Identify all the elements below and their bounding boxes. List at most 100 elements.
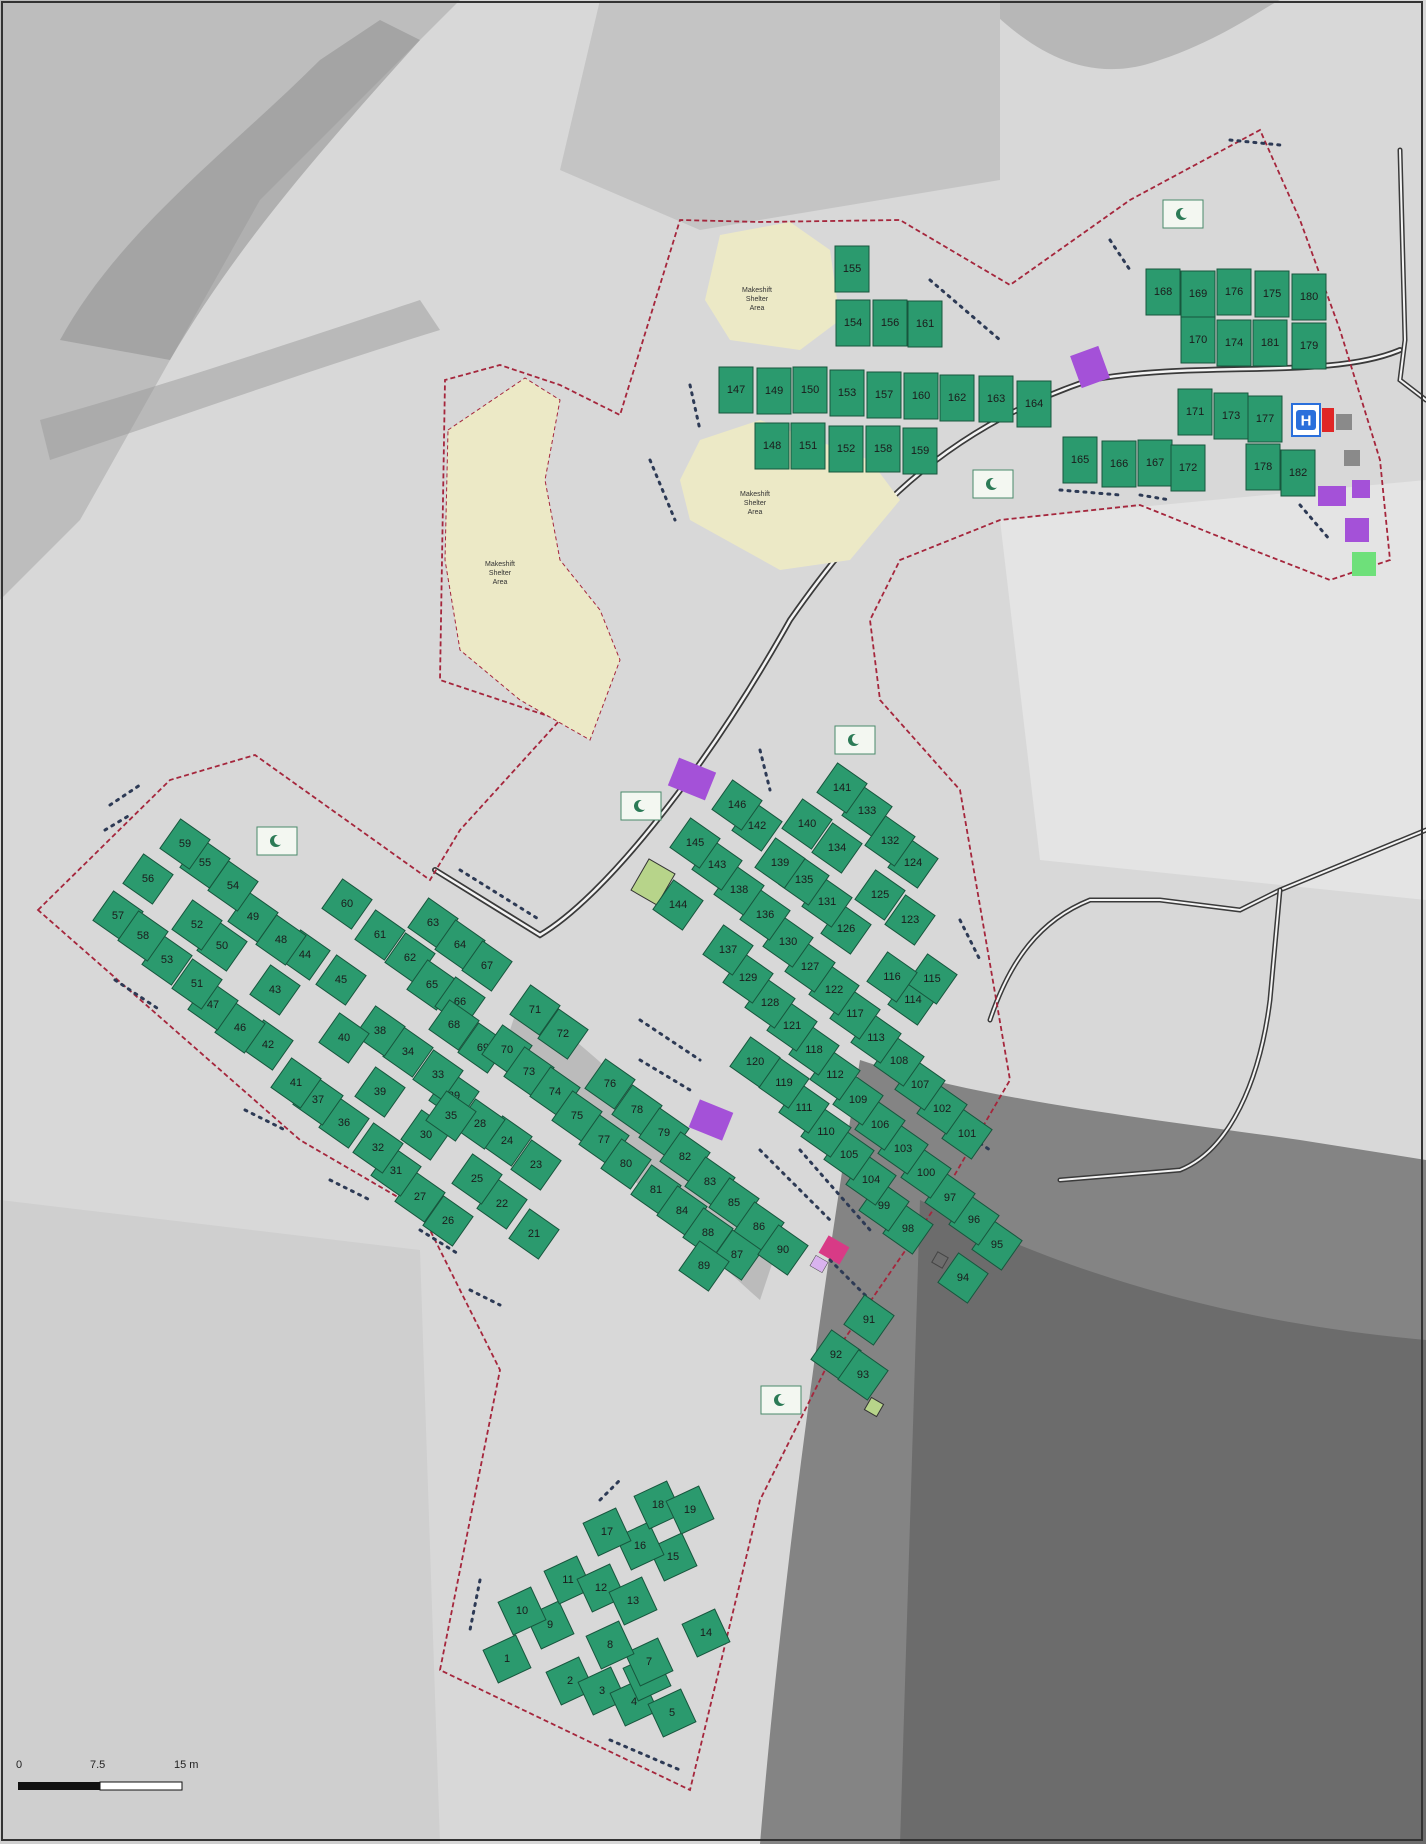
shelter-178[interactable]: 178	[1245, 443, 1281, 491]
facility-grey[interactable]	[1344, 450, 1360, 466]
shelter-60[interactable]: 60	[321, 878, 373, 930]
shelter-21[interactable]: 21	[508, 1208, 560, 1260]
shelter-145[interactable]: 145	[669, 817, 721, 869]
shelter-89[interactable]: 89	[678, 1240, 730, 1292]
shelter-176[interactable]: 176	[1216, 268, 1252, 316]
facility-purple[interactable]	[1318, 486, 1346, 506]
shelter-7[interactable]: 7	[624, 1637, 674, 1687]
shelter-152[interactable]: 152	[828, 425, 864, 473]
shelter-45[interactable]: 45	[315, 954, 367, 1006]
shelter-17[interactable]: 17	[582, 1507, 632, 1557]
shelter-13[interactable]: 13	[608, 1576, 658, 1626]
shelter-140[interactable]: 140	[781, 798, 833, 850]
shelter-175[interactable]: 175	[1254, 270, 1290, 318]
shelter-147[interactable]: 147	[718, 366, 754, 414]
shelter-76[interactable]: 76	[584, 1058, 636, 1110]
shelter-3[interactable]: 3	[577, 1666, 627, 1716]
facility-purple[interactable]	[688, 1099, 734, 1141]
shelter-134[interactable]: 134	[811, 822, 863, 874]
facility-unfilled[interactable]	[931, 1251, 949, 1269]
shelter-161[interactable]: 161	[907, 300, 943, 348]
shelter-169[interactable]: 169	[1180, 270, 1216, 318]
shelter-11[interactable]: 11	[543, 1555, 593, 1605]
shelter-170[interactable]: 170	[1180, 316, 1216, 364]
shelter-159[interactable]: 159	[902, 427, 938, 475]
facility-pale-green[interactable]	[863, 1396, 885, 1418]
shelter-160[interactable]: 160	[903, 372, 939, 420]
facility-purple[interactable]	[1352, 480, 1370, 498]
shelter-166[interactable]: 166	[1101, 440, 1137, 488]
crescent-icon[interactable]	[256, 826, 298, 856]
shelter-14[interactable]: 14	[681, 1608, 731, 1658]
crescent-icon[interactable]	[972, 469, 1014, 499]
shelter-182[interactable]: 182	[1280, 449, 1316, 497]
shelter-139[interactable]: 139	[754, 837, 806, 889]
shelter-151[interactable]: 151	[790, 422, 826, 470]
shelter-174[interactable]: 174	[1216, 319, 1252, 367]
facility-red[interactable]	[1322, 408, 1334, 432]
shelter-25[interactable]: 25	[451, 1153, 503, 1205]
shelter-26[interactable]: 26	[422, 1195, 474, 1247]
facility-purple[interactable]	[667, 757, 717, 801]
shelter-5[interactable]: 5	[647, 1688, 697, 1738]
shelter-38[interactable]: 38	[354, 1005, 406, 1057]
shelter-150[interactable]: 150	[792, 366, 828, 414]
shelter-67[interactable]: 67	[461, 940, 513, 992]
shelter-91[interactable]: 91	[843, 1294, 895, 1346]
facility-lilac[interactable]	[809, 1254, 829, 1274]
shelter-181[interactable]: 181	[1252, 319, 1288, 367]
shelter-51[interactable]: 51	[171, 958, 223, 1010]
shelter-48[interactable]: 48	[255, 914, 307, 966]
shelter-1[interactable]: 1	[482, 1634, 532, 1684]
shelter-39[interactable]: 39	[354, 1066, 406, 1118]
shelter-167[interactable]: 167	[1137, 439, 1173, 487]
health-post[interactable]: H	[1291, 403, 1321, 437]
shelter-158[interactable]: 158	[865, 425, 901, 473]
shelter-162[interactable]: 162	[939, 374, 975, 422]
shelter-165[interactable]: 165	[1062, 436, 1098, 484]
shelter-148[interactable]: 148	[754, 422, 790, 470]
shelter-125[interactable]: 125	[854, 869, 906, 921]
shelter-93[interactable]: 93	[837, 1349, 889, 1401]
crescent-icon[interactable]	[620, 791, 662, 821]
shelter-146[interactable]: 146	[711, 779, 763, 831]
shelter-33[interactable]: 33	[412, 1049, 464, 1101]
facility-pale-green[interactable]	[630, 858, 676, 906]
shelter-15[interactable]: 15	[648, 1532, 698, 1582]
shelter-2[interactable]: 2	[545, 1656, 595, 1706]
shelter-32[interactable]: 32	[352, 1122, 404, 1174]
shelter-10[interactable]: 10	[497, 1586, 547, 1636]
shelter-68[interactable]: 68	[428, 999, 480, 1051]
shelter-156[interactable]: 156	[872, 299, 908, 347]
shelter-23[interactable]: 23	[510, 1139, 562, 1191]
facility-grey[interactable]	[1336, 414, 1352, 430]
facility-light-green[interactable]	[1352, 552, 1376, 576]
crescent-icon[interactable]	[760, 1385, 802, 1415]
shelter-52[interactable]: 52	[171, 899, 223, 951]
shelter-19[interactable]: 19	[665, 1485, 715, 1535]
shelter-8[interactable]: 8	[585, 1620, 635, 1670]
shelter-80[interactable]: 80	[600, 1138, 652, 1190]
facility-pink[interactable]	[818, 1235, 850, 1265]
shelter-123[interactable]: 123	[884, 894, 936, 946]
shelter-132[interactable]: 132	[864, 815, 916, 867]
shelter-58[interactable]: 58	[117, 910, 169, 962]
shelter-144[interactable]: 144	[652, 879, 704, 931]
shelter-71[interactable]: 71	[509, 984, 561, 1036]
shelter-154[interactable]: 154	[835, 299, 871, 347]
shelter-149[interactable]: 149	[756, 367, 792, 415]
shelter-179[interactable]: 179	[1291, 322, 1327, 370]
shelter-180[interactable]: 180	[1291, 273, 1327, 321]
shelter-153[interactable]: 153	[829, 369, 865, 417]
shelter-40[interactable]: 40	[318, 1012, 370, 1064]
shelter-116[interactable]: 116	[866, 951, 918, 1003]
shelter-164[interactable]: 164	[1016, 380, 1052, 428]
shelter-155[interactable]: 155	[834, 245, 870, 293]
facility-purple[interactable]	[1345, 518, 1369, 542]
shelter-157[interactable]: 157	[866, 371, 902, 419]
shelter-171[interactable]: 171	[1177, 388, 1213, 436]
shelter-115[interactable]: 115	[906, 953, 958, 1005]
shelter-43[interactable]: 43	[249, 964, 301, 1016]
shelter-163[interactable]: 163	[978, 375, 1014, 423]
shelter-41[interactable]: 41	[270, 1057, 322, 1109]
